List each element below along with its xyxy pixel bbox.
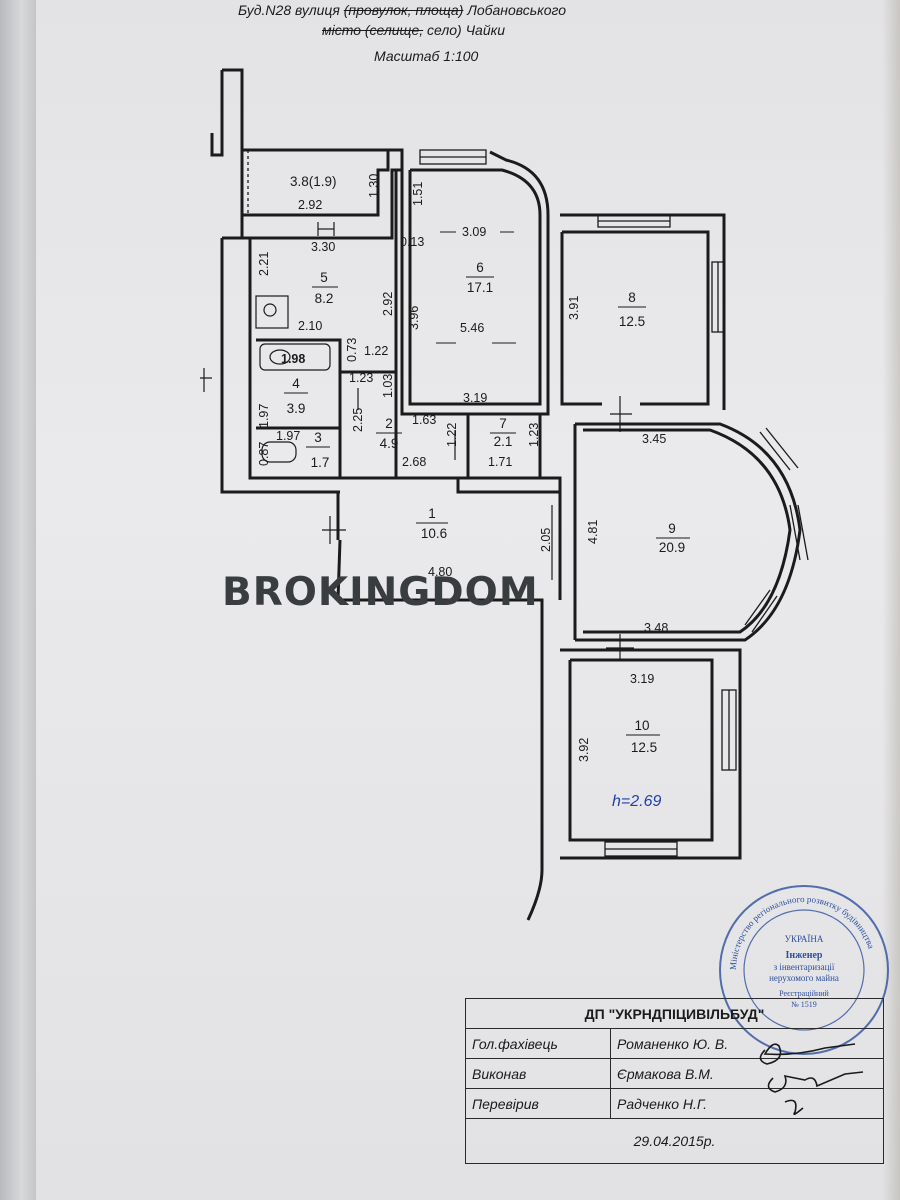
dimension-label: 2.25: [351, 408, 365, 432]
balcony-label: 3.8(1.9): [290, 174, 337, 189]
dimension-label: 1.22: [364, 344, 388, 358]
role-label: Виконав: [465, 1058, 611, 1089]
address-line-1: Буд.N28 вулиця (провулок, площа) Лобанов…: [238, 2, 566, 18]
role-label: Гол.фахівець: [465, 1028, 611, 1059]
address-prefix: Буд.N28 вулиця: [238, 2, 344, 18]
room-area: 12.5: [619, 314, 645, 329]
dimension-label: 3.91: [567, 296, 581, 320]
room-number: 5: [320, 270, 328, 285]
dimension-label: 3.30: [311, 240, 335, 254]
role-label: Перевірив: [465, 1088, 611, 1119]
address-village: село) Чайки: [423, 22, 505, 38]
address-line-2: місто (селище, село) Чайки: [322, 22, 505, 38]
address-street: Лобановського: [463, 2, 567, 18]
person-name: Радченко Н.Г.: [610, 1088, 884, 1119]
dimension-label: 0.73: [345, 338, 359, 362]
signature-row: Перевірив Радченко Н.Г.: [465, 1088, 884, 1119]
dimension-label: 1.23: [527, 423, 541, 447]
room-area: 20.9: [659, 540, 685, 555]
document-date: 29.04.2015р.: [465, 1118, 884, 1164]
dimension-label: 3.19: [463, 391, 487, 405]
stamp-line: з інвентаризації: [774, 962, 835, 972]
dimension-label: 0.87: [257, 442, 271, 466]
address-strike-1: (провулок, площа): [343, 2, 464, 18]
dimension-label: 4.81: [586, 520, 600, 544]
room-area: 2.1: [494, 434, 513, 449]
dimension-label: 1.22: [445, 423, 459, 447]
room-number: 7: [499, 416, 507, 431]
page-edge-shadow: [882, 0, 900, 1200]
dimension-label: 3.48: [644, 621, 668, 635]
person-name: Романенко Ю. В.: [610, 1028, 884, 1059]
brokingdom-watermark: BROKINGDOM: [222, 570, 539, 615]
room-area: 8.2: [315, 291, 334, 306]
room-area: 17.1: [467, 280, 493, 295]
room-number: 10: [634, 718, 649, 733]
room-area: 10.6: [421, 526, 447, 541]
dimension-label: 1.97: [276, 429, 300, 443]
address-strike-2: місто (селище,: [322, 22, 424, 38]
room-number: 9: [668, 521, 676, 536]
dimension-label: 0.13: [400, 235, 424, 249]
dimension-label: 3.19: [630, 672, 654, 686]
dimension-label: 4.80: [428, 565, 452, 579]
stamp-line: Інженер: [786, 950, 823, 961]
dimension-label: 3.92: [577, 738, 591, 762]
dimension-label: 1.03: [381, 374, 395, 398]
room-number: 4: [292, 376, 300, 391]
dimension-label: 1.98: [281, 352, 305, 366]
dimension-label: 2.10: [298, 319, 322, 333]
dimension-label: 1.23: [349, 371, 373, 385]
room-number: 6: [476, 260, 484, 275]
room-area: 3.9: [287, 401, 306, 416]
handwritten-signatures: [759, 1043, 864, 1116]
stamp-country: УКРАЇНА: [785, 934, 824, 944]
room-area: 4.9: [380, 436, 399, 451]
dimension-label: 3.96: [407, 306, 421, 330]
room-number: 2: [385, 416, 393, 431]
room-number: 1: [428, 506, 436, 521]
stamp-line: нерухомого майна: [769, 973, 839, 983]
organization-name: ДП "УКРНДПІЦИВІЛЬБУД": [465, 998, 884, 1029]
ceiling-height-label: h=2.69: [612, 793, 661, 810]
room-number: 3: [314, 430, 322, 445]
room-number: 8: [628, 290, 636, 305]
room-area: 12.5: [631, 740, 657, 755]
scale-label: Масштаб 1:100: [374, 48, 479, 64]
title-block: ДП "УКРНДПІЦИВІЛЬБУД" Гол.фахівець Роман…: [465, 998, 884, 1164]
dimension-label: 1.63: [412, 413, 436, 427]
dimension-label: 2.68: [402, 455, 426, 469]
dimension-label: 2.92: [381, 292, 395, 316]
dimension-label: 2.05: [539, 528, 553, 552]
signature-row: Гол.фахівець Романенко Ю. В.: [465, 1028, 884, 1059]
dimension-label: 1.51: [411, 182, 425, 206]
room-area: 1.7: [311, 455, 330, 470]
dimension-label: 3.45: [642, 432, 666, 446]
dimension-label: 1.71: [488, 455, 512, 469]
dimension-label: 5.46: [460, 321, 484, 335]
stamp-line: Реєстраційний: [779, 989, 829, 998]
dimension-label: 1.30: [367, 174, 381, 198]
dimension-label: 2.92: [298, 198, 322, 212]
dimension-label: 1.97: [257, 404, 271, 428]
dimension-label: 3.09: [462, 225, 486, 239]
dimension-label: 2.21: [257, 252, 271, 276]
